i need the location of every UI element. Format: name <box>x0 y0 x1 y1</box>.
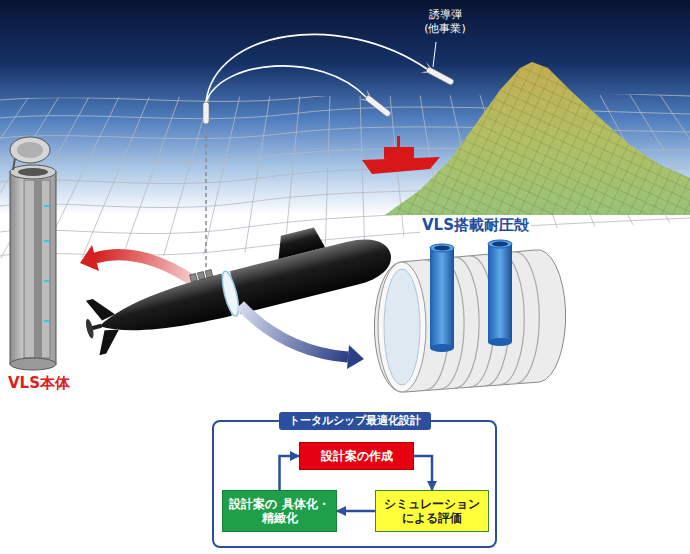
vls-tube <box>197 272 205 280</box>
missile <box>420 62 456 89</box>
blue-tube-top <box>430 244 454 252</box>
leader-line <box>433 42 436 67</box>
missile-fin <box>420 62 432 76</box>
blue-tube-base <box>430 344 454 352</box>
flow-arrow <box>337 510 375 513</box>
missile-trajectory <box>206 34 427 102</box>
box-text: シミュレーション による評価 <box>381 497 483 526</box>
process-box: 設計案の作成 <box>299 442 414 470</box>
submarine-sail <box>273 226 325 259</box>
submarine <box>76 211 397 357</box>
mesh-line <box>0 91 690 101</box>
vls-mark <box>44 280 49 282</box>
box-text: 設計案の 具体化・精緻化 <box>228 497 331 526</box>
missile-trajectory <box>206 66 366 102</box>
submarine-fin <box>86 295 116 323</box>
red-arrow-head <box>80 245 99 271</box>
pressure-hull <box>374 240 565 392</box>
part-label: VLS本体 <box>8 374 70 393</box>
vls-mark <box>44 205 49 207</box>
blue-tube <box>488 244 512 342</box>
process-box: 設計案の 具体化・精緻化 <box>222 490 337 532</box>
vls-top <box>10 165 56 179</box>
missile-body <box>425 66 454 85</box>
vls-cylinder <box>10 172 56 364</box>
blue-tube-opening <box>434 246 450 251</box>
hull-face <box>378 262 426 392</box>
ship-mast <box>397 136 400 148</box>
vls-cutaway <box>24 180 50 358</box>
blue-tube-base <box>488 338 512 346</box>
launch-path <box>205 130 207 268</box>
flow-arrow <box>280 456 300 490</box>
flow-arrow <box>414 456 432 490</box>
part-label: VLS搭載耐圧殻 <box>420 216 531 235</box>
vls-cutaway-inner <box>34 180 42 358</box>
part-label: VLS本体 <box>8 374 70 393</box>
submarine-hull <box>94 232 396 347</box>
vls-mark <box>44 320 49 322</box>
vls-bottom <box>10 358 56 370</box>
launching-missile <box>203 102 209 124</box>
ship-hull <box>362 157 440 174</box>
callout-label: 誘導弾 (他事業) <box>416 8 474 36</box>
missile <box>359 90 393 120</box>
hull-face-inner <box>384 269 420 385</box>
blue-tube-opening <box>492 242 508 247</box>
submarine-fin <box>94 327 124 355</box>
process-box: シミュレーション による評価 <box>375 490 489 532</box>
vls-mark <box>44 240 49 242</box>
vls-lid <box>10 137 50 163</box>
vls-lid-inner <box>17 142 43 158</box>
missile-body <box>364 94 391 117</box>
missile-fin <box>359 90 372 104</box>
submarine-propeller <box>84 318 95 339</box>
mountain-mesh <box>385 62 690 215</box>
blue-tube-top <box>488 240 512 248</box>
blue-tube <box>430 248 454 348</box>
ship <box>362 136 440 174</box>
vls-hinge <box>13 158 15 170</box>
vls-opening <box>18 168 48 176</box>
mountain <box>385 62 690 215</box>
part-label: VLS搭載耐圧殻 <box>420 216 531 235</box>
ship-superstructure <box>384 147 414 159</box>
vls-tube <box>190 273 198 281</box>
box-text: 設計案の作成 <box>305 449 408 463</box>
blue-arrow <box>240 305 348 357</box>
hull-rib <box>515 252 539 384</box>
callout-label: 誘導弾 (他事業) <box>416 8 474 36</box>
hull-shell <box>374 250 565 393</box>
hull-rib <box>455 257 479 388</box>
red-arrow <box>95 255 195 282</box>
vls-tube <box>205 270 213 278</box>
blue-arrow-head <box>347 345 364 369</box>
vls-body <box>10 137 56 370</box>
cycle-frame: トータルシップ最適化設計設計案の作成設計案の 具体化・精緻化シミュレーション に… <box>212 420 497 548</box>
frame-heading: トータルシップ最適化設計 <box>279 412 431 430</box>
sky <box>0 0 690 215</box>
